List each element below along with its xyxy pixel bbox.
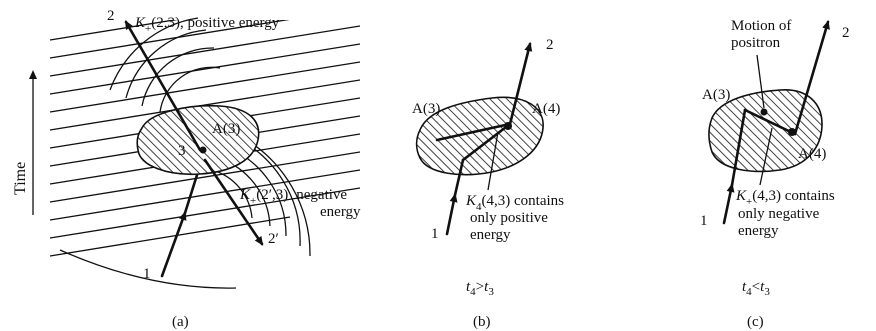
condition-b: t4>t3: [466, 279, 494, 298]
positron-line-c: [743, 108, 797, 136]
label-2-c: 2: [842, 25, 850, 41]
label-only-positive: only positive: [470, 210, 548, 226]
point-3-dot: [199, 146, 207, 154]
time-axis-label: Time: [12, 162, 29, 195]
line-3-to-2: [124, 20, 202, 152]
line-3-to-4-b: [435, 122, 512, 142]
line-1-to-3-b: [445, 193, 458, 236]
label-2prime-a: 2′: [268, 231, 279, 247]
label-only-negative: only negative: [738, 206, 820, 222]
label-a4-b: A(4): [532, 101, 560, 117]
kernel-pointer-b: [487, 131, 499, 191]
point-4-dot-b: [504, 122, 512, 130]
label-a3-c: A(3): [702, 87, 730, 103]
label-kplus-23: K+(2,3), positive energy: [134, 15, 280, 35]
label-1-a: 1: [143, 266, 151, 282]
panel-c: Motion of positron 2 A(3) A(4) K+(4,3) c…: [700, 18, 850, 330]
label-motion-2: positron: [731, 35, 781, 51]
line-1-to-3-c: [722, 183, 735, 225]
line-4-to-2-c: [793, 20, 830, 136]
kernel-pointer-c: [759, 127, 773, 186]
point-3-dot-c: [760, 108, 768, 116]
label-a3-b: A(3): [412, 101, 440, 117]
upper-arcs: [109, 17, 221, 113]
label-energy-a: energy: [320, 204, 361, 220]
panel-a: 2 K+(2,3), positive energy A(3) 3 K+(2′,…: [49, 8, 361, 330]
label-a3-a: A(3): [212, 121, 240, 137]
line-3-to-2prime: [203, 158, 264, 246]
label-kplus-43: K+(4,3) contains: [735, 188, 835, 208]
label-energy-b: energy: [470, 227, 511, 243]
label-2-b: 2: [546, 37, 554, 53]
label-kplus-2p3: K+(2′,3)negative: [239, 187, 347, 207]
interaction-region-a: [136, 104, 260, 176]
label-energy-c: energy: [738, 223, 779, 239]
caption-a: (a): [172, 314, 189, 330]
label-2-a: 2: [107, 8, 115, 24]
caption-c: (c): [747, 314, 764, 330]
point-4-dot-c: [788, 128, 796, 136]
time-axis: Time: [12, 70, 37, 215]
label-1-b: 1: [431, 226, 439, 242]
label-motion-1: Motion of: [731, 18, 791, 34]
label-k4-43: K4(4,3) contains: [465, 193, 564, 213]
label-3-a: 3: [178, 143, 186, 159]
motion-pointer-c: [756, 54, 765, 109]
line-1-to-3: [160, 211, 187, 278]
panel-b: 2 A(3) A(4) K4(4,3) contains only positi…: [412, 37, 564, 330]
line-4-to-2-b: [508, 42, 533, 126]
caption-b: (b): [473, 314, 491, 330]
label-a4-c: A(4): [798, 146, 826, 162]
condition-c: t4<t3: [742, 279, 770, 298]
label-1-c: 1: [700, 213, 708, 229]
